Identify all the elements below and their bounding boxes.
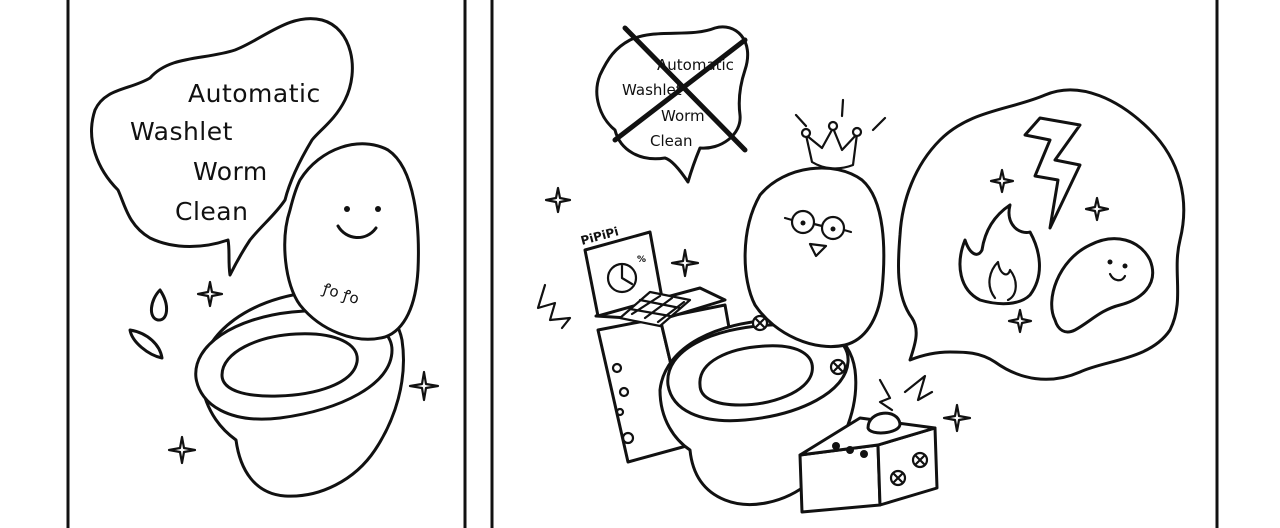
cross-line-2 (612, 37, 748, 143)
speech-word-2: Washlet (130, 117, 233, 146)
box-led (860, 450, 868, 458)
toilet-seat-opening (220, 332, 359, 398)
zap-lines (878, 374, 934, 412)
screw-icon-cross (832, 361, 844, 373)
lid-smile (336, 224, 378, 239)
lid-beak-mouth (808, 242, 828, 258)
fire-inner (988, 260, 1017, 302)
speech-word-4: Clean (175, 197, 248, 226)
glasses-right-lens (820, 215, 846, 241)
droplet-1 (150, 288, 168, 322)
screw-icon-cross (892, 472, 904, 484)
gauge-needle (620, 264, 634, 286)
sparkle-icon (196, 280, 224, 308)
right-panel: Automatic Washlet Worm Clean % PiPiPi (536, 25, 1186, 514)
sparkle-icon (1007, 308, 1033, 334)
crown-jewel (800, 127, 812, 139)
lid-right-eye (375, 206, 381, 212)
toilet-seat (666, 323, 850, 423)
box-button (866, 411, 902, 435)
bubble-dot (618, 386, 630, 398)
sparkle-icon (408, 370, 440, 402)
crossed-word-3: Worm (661, 107, 705, 125)
sparkle-icon (1084, 196, 1110, 222)
spirit-eye (1107, 259, 1113, 265)
crown-jewel (851, 126, 863, 138)
speech-bubble (90, 17, 354, 277)
lightning-icon (536, 283, 572, 330)
lid-left-eye (800, 220, 806, 226)
crossed-word-2: Washlet (622, 81, 682, 99)
speech-word-3: Worm (193, 157, 268, 186)
fire-icon (958, 203, 1041, 306)
control-box (798, 374, 939, 514)
spirit-mouth (1108, 272, 1127, 282)
spirit-eye (1122, 263, 1128, 269)
crossed-word-4: Clean (650, 132, 693, 150)
sparkle-icon (989, 168, 1015, 194)
sparkle-icon (942, 403, 972, 433)
toilet-lid-face (743, 166, 886, 349)
glasses-left-lens (790, 209, 816, 235)
sparkle-icon (544, 186, 572, 214)
keypad-grid (628, 294, 686, 324)
speech-word-1: Automatic (188, 79, 321, 108)
crossed-bubble (595, 25, 750, 184)
screw-icon-cross (914, 454, 926, 466)
screw-icon-cross (754, 317, 766, 329)
toilet-seat-opening (698, 344, 814, 407)
bubble-dot (621, 431, 635, 445)
gauge-symbol: % (637, 255, 646, 265)
toilet-seat (194, 309, 394, 421)
box-front (798, 443, 882, 514)
box-led (846, 446, 854, 454)
box-led (832, 442, 840, 450)
toilet-lid-face (283, 142, 420, 341)
water-spirit (1050, 237, 1155, 334)
glasses-bridge (783, 216, 853, 234)
lid-left-eye (344, 206, 350, 212)
crown-shine-lines (794, 98, 887, 132)
bubble-dot (615, 407, 625, 417)
sparkle-icon (167, 435, 197, 465)
crown-jewel (827, 120, 839, 132)
sparkle-icon (670, 248, 700, 278)
lid-right-eye (830, 226, 836, 232)
droplet-2 (128, 328, 164, 360)
left-panel: Automatic Washlet Worm Clean ꝭo ꝭo (90, 17, 440, 498)
crown-icon (804, 126, 859, 170)
bubble-dot (611, 362, 623, 374)
lightning-bolt-icon (1023, 116, 1082, 230)
